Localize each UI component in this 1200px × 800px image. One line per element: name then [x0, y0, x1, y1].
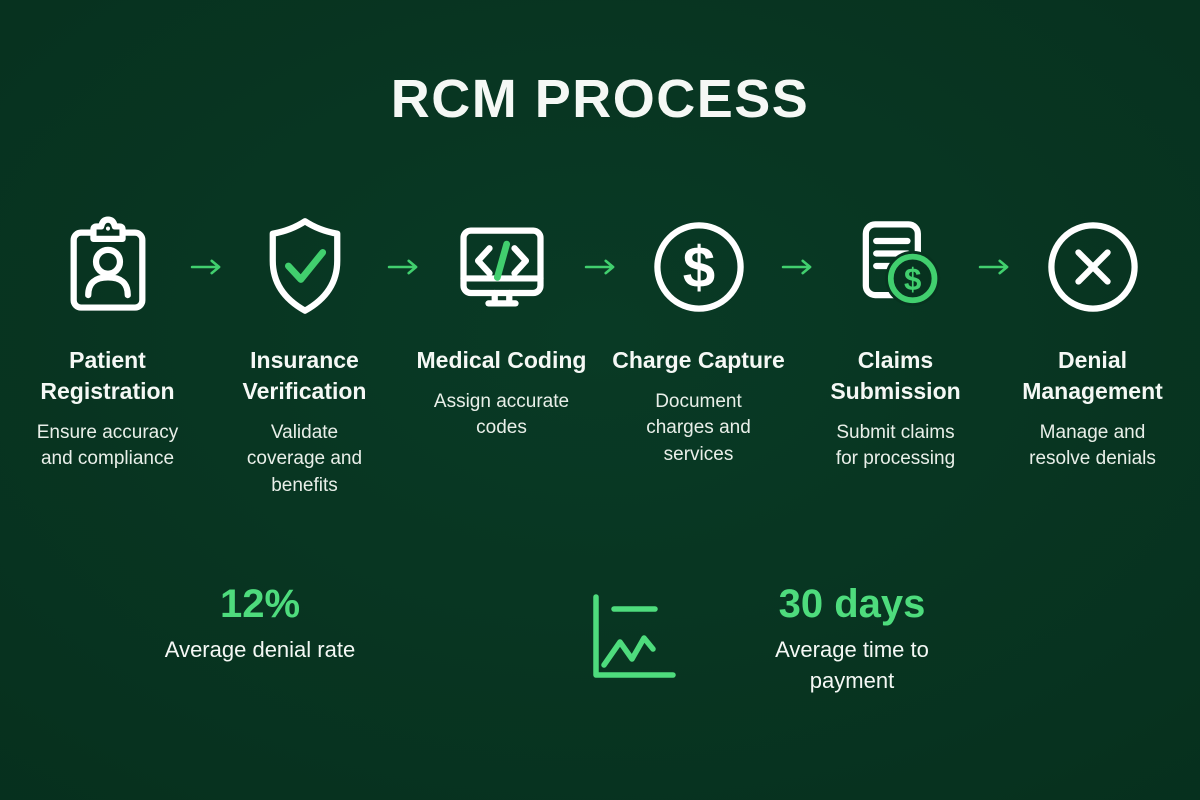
claims-document-icon: $: [844, 215, 948, 319]
step-medical-coding: Medical Coding Assign accurate codes: [417, 215, 586, 442]
step-patient-registration: Patient Registration Ensure accuracy and…: [28, 215, 188, 473]
step-title: Medical Coding: [416, 347, 587, 373]
flow-arrow-icon: [779, 215, 816, 278]
code-monitor-icon: [450, 215, 554, 319]
clipboard-patient-icon: [56, 215, 160, 319]
page-title: RCM PROCESS: [390, 69, 810, 129]
step-title: Charge Capture: [612, 347, 785, 373]
stat-denial-rate: 12% Average denial rate: [110, 582, 410, 666]
stat-time-to-payment: 30 days Average time to payment: [702, 582, 1002, 697]
svg-text:$: $: [682, 235, 714, 300]
step-title: Insurance Verification: [242, 347, 367, 404]
svg-text:$: $: [903, 262, 920, 297]
step-description: Manage and resolve denials: [1029, 421, 1156, 470]
shield-check-icon: [253, 215, 357, 319]
step-description: Validate coverage and benefits: [246, 421, 363, 496]
stat-label: Average denial rate: [164, 637, 356, 662]
step-claims-submission: $ Claims Submission Submit claims for pr…: [816, 215, 976, 473]
step-title: Denial Management: [1022, 347, 1163, 404]
step-denial-management: Denial Management Manage and resolve den…: [1013, 215, 1173, 473]
flow-arrow-icon: [582, 215, 619, 278]
line-chart-icon: [583, 588, 683, 688]
stat-value: 12%: [219, 582, 301, 626]
flow-arrow-icon: [976, 215, 1013, 278]
process-flow: Patient Registration Ensure accuracy and…: [0, 215, 1200, 499]
stat-value: 30 days: [778, 582, 926, 626]
step-description: Submit claims for processing: [835, 421, 956, 470]
step-charge-capture: $ Charge Capture Document charges and se…: [612, 215, 785, 469]
step-description: Ensure accuracy and compliance: [36, 421, 179, 470]
stat-label: Average time to payment: [775, 637, 929, 693]
x-circle-icon: [1041, 215, 1145, 319]
flow-arrow-icon: [188, 215, 225, 278]
step-description: Assign accurate codes: [433, 390, 570, 439]
stats-section: 12% Average denial rate 30 days Average …: [0, 582, 1200, 732]
step-title: Claims Submission: [830, 347, 961, 404]
step-description: Document charges and services: [646, 390, 751, 465]
flow-arrow-icon: [385, 215, 422, 278]
step-insurance-verification: Insurance Verification Validate coverage…: [225, 215, 385, 499]
step-title: Patient Registration: [40, 347, 175, 404]
dollar-circle-icon: $: [647, 215, 751, 319]
